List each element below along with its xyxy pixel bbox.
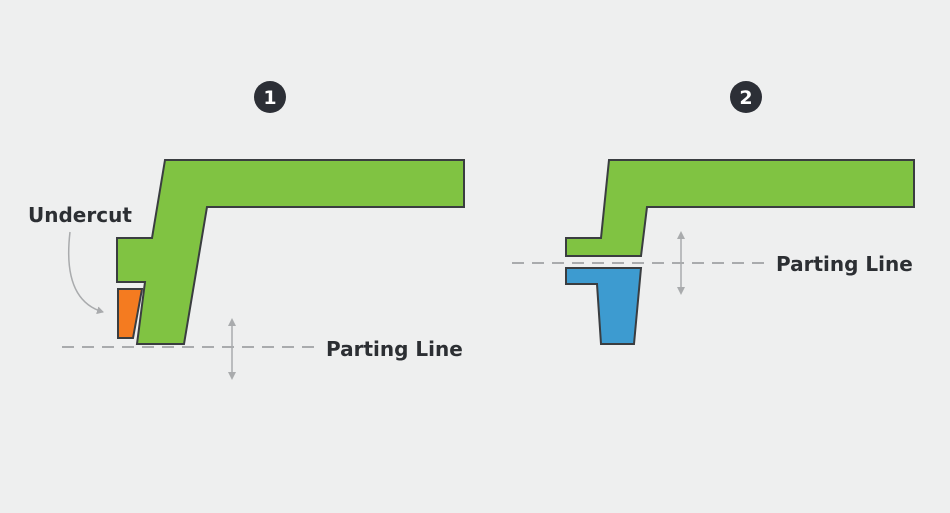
molded-part-2 bbox=[565, 159, 915, 257]
arrow-down-icon bbox=[228, 372, 236, 380]
molded-part-1 bbox=[116, 159, 465, 345]
undercut-region bbox=[117, 288, 144, 339]
arrow-down-icon bbox=[677, 287, 685, 295]
panel-2: 2 Parting Line bbox=[512, 81, 915, 345]
undercut-label: Undercut bbox=[28, 203, 132, 227]
side-core-insert bbox=[565, 267, 643, 345]
parting-line-label-2: Parting Line bbox=[776, 252, 913, 276]
step-badge-1 bbox=[254, 81, 286, 113]
arrow-up-icon bbox=[677, 231, 685, 239]
panel-1: 1 Parting Line Undercut bbox=[28, 81, 465, 380]
step-number-2: 2 bbox=[739, 87, 752, 109]
undercut-pointer-arrow bbox=[67, 231, 104, 315]
arrow-up-icon bbox=[228, 318, 236, 326]
step-badge-2 bbox=[730, 81, 762, 113]
step-number-1: 1 bbox=[263, 87, 276, 109]
parting-line-label-1: Parting Line bbox=[326, 337, 463, 361]
